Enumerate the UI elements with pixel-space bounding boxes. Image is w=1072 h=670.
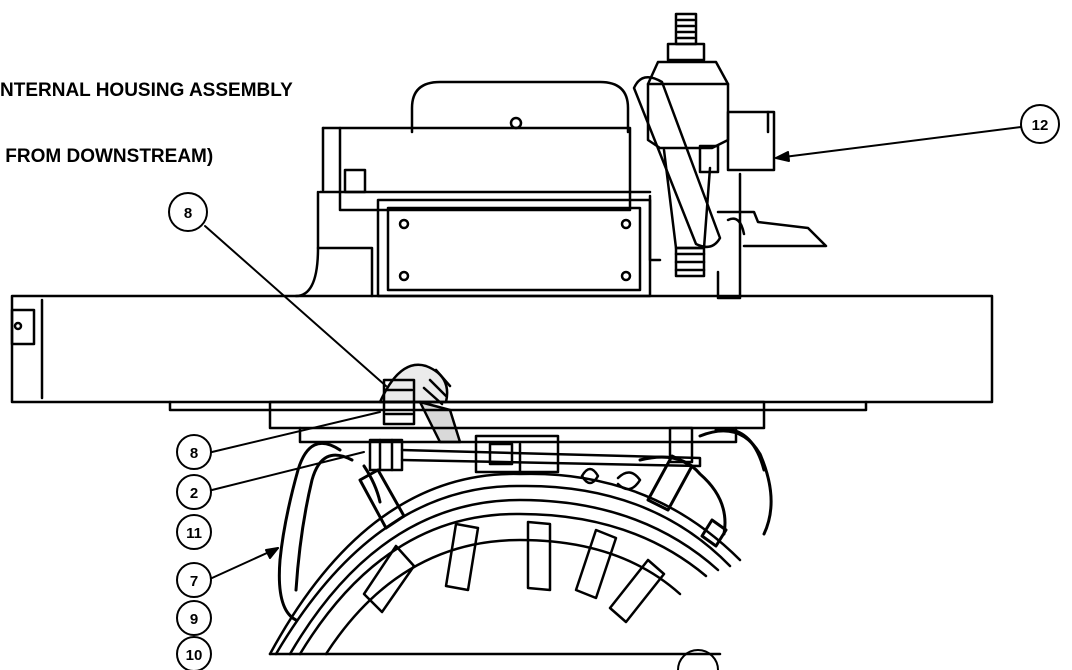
callout-7-label: 7 xyxy=(190,573,198,590)
valve-handle xyxy=(632,75,722,249)
callout-9: 9 xyxy=(176,600,212,636)
callout-2: 2 xyxy=(176,474,212,510)
callout-9-label: 9 xyxy=(190,611,198,628)
nameplate-screw xyxy=(398,218,410,230)
lower-ring xyxy=(268,363,766,444)
callout-12: 12 xyxy=(1020,104,1060,144)
leader-8-top xyxy=(204,225,387,387)
cables xyxy=(277,427,773,622)
main-body xyxy=(294,190,662,298)
rotor xyxy=(268,472,742,656)
main-flange xyxy=(10,294,994,412)
figure-title-line-1: NTERNAL HOUSING ASSEMBLY xyxy=(0,80,293,101)
callouts: 12 8 8 2 11 7 9 10 xyxy=(168,104,1060,670)
callout-8-bottom-label: 8 xyxy=(190,445,198,462)
valve-assembly xyxy=(632,12,828,300)
leader-lines xyxy=(204,126,1022,579)
figure-title: NTERNAL HOUSING ASSEMBLY FROM DOWNSTREAM… xyxy=(0,36,293,190)
nameplate-screw xyxy=(620,270,632,282)
nameplate-screw xyxy=(398,270,410,282)
callout-8-top-label: 8 xyxy=(184,205,192,222)
callout-12-label: 12 xyxy=(1032,117,1049,134)
callout-8-top: 8 xyxy=(168,192,208,232)
terminal-area xyxy=(368,426,702,491)
figure-title-line-2: FROM DOWNSTREAM) xyxy=(0,146,214,167)
callout-11: 11 xyxy=(176,514,212,550)
leader-8-bottom xyxy=(211,411,381,453)
callout-7: 7 xyxy=(176,562,212,598)
nameplate xyxy=(386,206,642,292)
callout-2-label: 2 xyxy=(190,485,198,502)
callout-11-label: 11 xyxy=(186,525,202,542)
leader-2 xyxy=(211,451,365,491)
nameplate-screw xyxy=(620,218,632,230)
leader-12 xyxy=(775,126,1022,159)
callout-10: 10 xyxy=(176,636,212,670)
callout-10-label: 10 xyxy=(186,647,203,664)
callout-8-bottom: 8 xyxy=(176,434,212,470)
callout-partial xyxy=(677,649,719,670)
fitting-8-bottom xyxy=(382,400,416,426)
